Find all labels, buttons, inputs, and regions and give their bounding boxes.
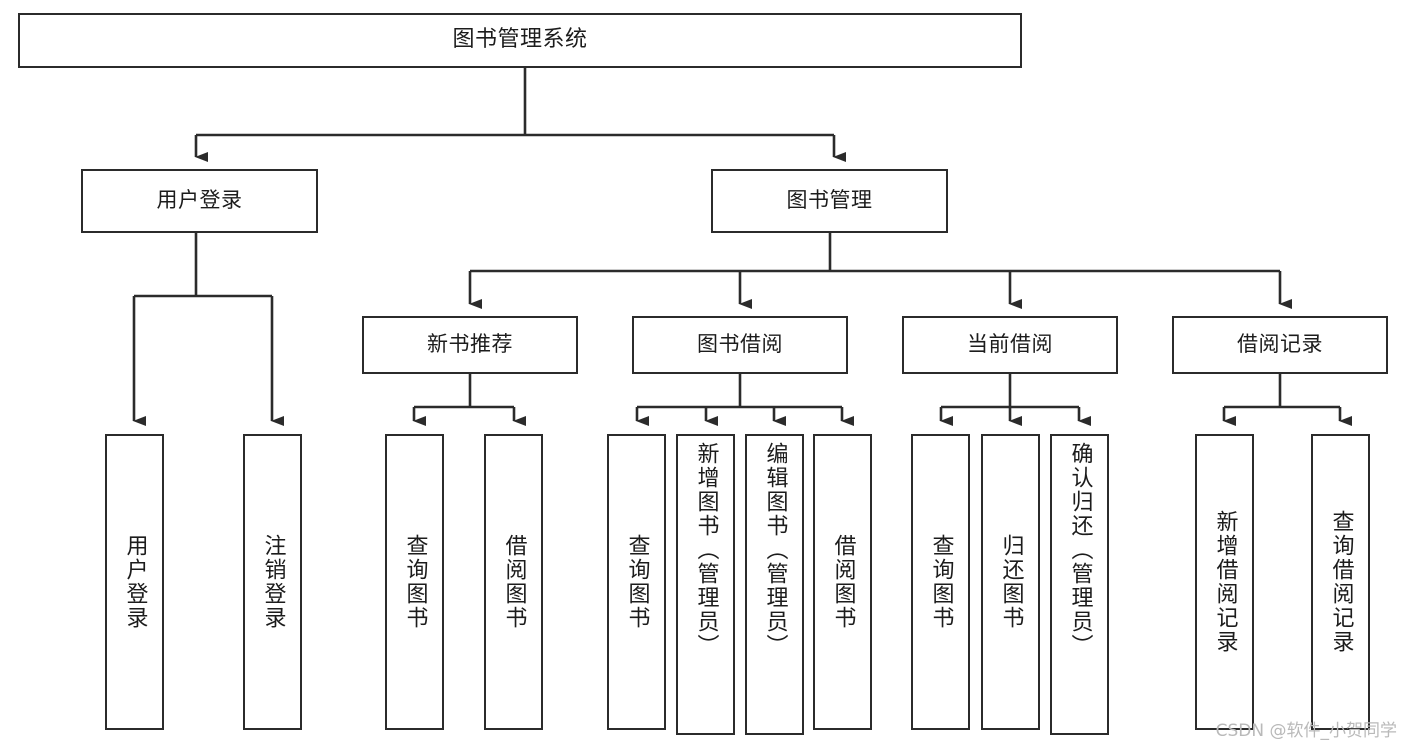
node-label: 图书管理系统 <box>452 27 588 53</box>
node-leaf-query-book-current[interactable]: 查询图书 <box>911 434 970 730</box>
node-leaf-query-book-borrow[interactable]: 查询图书 <box>607 434 666 730</box>
node-label: 归还图书 <box>998 534 1024 630</box>
node-label: 图书借阅 <box>697 332 783 357</box>
node-current-borrow[interactable]: 当前借阅 <box>902 316 1118 374</box>
node-label: 用户登录 <box>122 534 148 630</box>
node-leaf-add-borrow-record[interactable]: 新增借阅记录 <box>1195 434 1254 730</box>
node-root-book-management-system[interactable]: 图书管理系统 <box>18 13 1022 68</box>
node-leaf-add-book-admin[interactable]: 新增图书（管理员） <box>676 434 735 735</box>
node-leaf-confirm-return-admin[interactable]: 确认归还（管理员） <box>1050 434 1109 735</box>
node-label: 确认归还（管理员） <box>1067 442 1093 658</box>
node-borrow-records[interactable]: 借阅记录 <box>1172 316 1388 374</box>
node-label: 查询图书 <box>402 534 428 630</box>
node-label: 新增图书（管理员） <box>693 442 719 658</box>
node-user-login[interactable]: 用户登录 <box>81 169 318 233</box>
node-leaf-user-logout[interactable]: 注销登录 <box>243 434 302 730</box>
node-label: 编辑图书（管理员） <box>762 442 788 658</box>
node-leaf-borrow-book[interactable]: 借阅图书 <box>813 434 872 730</box>
node-label: 借阅记录 <box>1237 332 1323 357</box>
node-leaf-return-book[interactable]: 归还图书 <box>981 434 1040 730</box>
node-label: 查询图书 <box>624 534 650 630</box>
node-book-borrow[interactable]: 图书借阅 <box>632 316 848 374</box>
node-book-management[interactable]: 图书管理 <box>711 169 948 233</box>
node-leaf-borrow-book-recommend[interactable]: 借阅图书 <box>484 434 543 730</box>
node-label: 借阅图书 <box>830 534 856 630</box>
node-label: 当前借阅 <box>967 332 1053 357</box>
node-new-book-recommend[interactable]: 新书推荐 <box>362 316 578 374</box>
node-leaf-edit-book-admin[interactable]: 编辑图书（管理员） <box>745 434 804 735</box>
node-label: 图书管理 <box>786 188 873 213</box>
node-label: 查询借阅记录 <box>1328 510 1354 654</box>
watermark-csdn: CSDN @软件_小贺同学 <box>1215 721 1397 741</box>
node-leaf-query-book-recommend[interactable]: 查询图书 <box>385 434 444 730</box>
node-label: 新书推荐 <box>427 332 513 357</box>
node-label: 注销登录 <box>260 534 286 630</box>
node-leaf-user-login[interactable]: 用户登录 <box>105 434 164 730</box>
node-label: 借阅图书 <box>501 534 527 630</box>
node-label: 查询图书 <box>928 534 954 630</box>
node-label: 用户登录 <box>156 188 243 213</box>
node-label: 新增借阅记录 <box>1212 510 1238 654</box>
node-leaf-query-borrow-record[interactable]: 查询借阅记录 <box>1311 434 1370 730</box>
